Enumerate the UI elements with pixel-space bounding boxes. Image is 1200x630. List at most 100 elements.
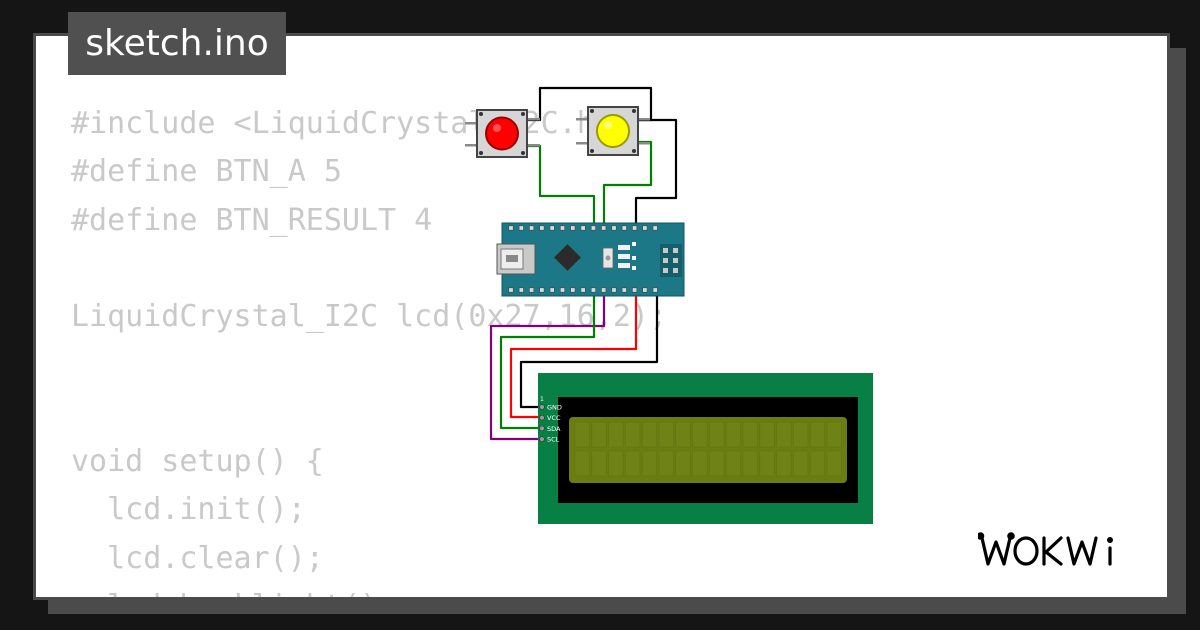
header-pin [570, 225, 576, 231]
header-pin [611, 225, 617, 231]
lcd-cell [591, 421, 607, 448]
lcd-cell [826, 421, 842, 448]
header-pin [580, 287, 586, 293]
header-pin [529, 225, 535, 231]
lcd-cell [658, 421, 674, 448]
lcd-pin [539, 436, 545, 442]
header-pin [632, 287, 638, 293]
lcd-cell [776, 421, 792, 448]
header-pin [559, 225, 565, 231]
yellow-pushbutton[interactable] [576, 106, 650, 156]
lcd-pin-label: VCC [547, 414, 561, 422]
wire-purple-scl [489, 294, 606, 441]
arduino-nano-board[interactable] [496, 222, 685, 297]
lcd-pin [539, 404, 545, 410]
lcd-cell [574, 450, 590, 477]
code-line-lcd-decl: LiquidCrystal_I2C lcd(0x27,16,2); [71, 299, 668, 335]
header-pin [621, 225, 627, 231]
header-pin [642, 225, 648, 231]
lcd-cell [692, 421, 708, 448]
header-pin [652, 225, 658, 231]
lcd-character-cells [574, 421, 842, 477]
wire-red-button-to-d5 [528, 144, 596, 226]
header-pin [601, 225, 607, 231]
yellow-button-cap [596, 114, 630, 148]
header-pin [518, 287, 524, 293]
lcd-cell [641, 421, 658, 448]
header-pin [518, 225, 524, 231]
lcd-cell [709, 450, 725, 477]
bottom-pin-header [508, 287, 658, 293]
lcd-pin-label: SDA [547, 425, 561, 433]
header-pin [549, 225, 555, 231]
lcd-cell [692, 450, 708, 477]
lcd-pin [539, 415, 545, 421]
header-pin [570, 287, 576, 293]
wire-red-vcc [509, 294, 638, 419]
lcd-pin-label: SCL [547, 436, 560, 444]
lcd-cell [742, 450, 758, 477]
code-line-include: #include <LiquidCrystal_I2C.h> [71, 106, 613, 141]
code-line-setup: void setup() { [71, 444, 324, 480]
header-pin [539, 287, 545, 293]
red-pushbutton[interactable] [465, 109, 540, 158]
header-pin [580, 225, 586, 231]
lcd-pin-label: GND [547, 404, 562, 412]
header-pin [642, 287, 648, 293]
code-line-lcd-backlight: lcd.backlight(); [71, 583, 667, 597]
header-pin [652, 287, 658, 293]
header-pin [590, 225, 596, 231]
lcd-cell [826, 450, 842, 477]
lcd-cell [709, 421, 725, 448]
lcd-pin-number: 1 [540, 396, 544, 403]
lcd-wires [489, 294, 659, 441]
header-pin [621, 287, 627, 293]
file-title-tab: sketch.ino [68, 12, 286, 75]
code-editor: #include <LiquidCrystal_I2C.h> #define BT… [71, 100, 668, 597]
lcd-cell [725, 421, 742, 448]
lcd-cell [759, 450, 775, 477]
header-pin [529, 287, 535, 293]
lcd-pin [539, 425, 545, 432]
header-pin [549, 287, 555, 293]
wire-yellow-button-to-gnd [634, 118, 678, 226]
header-pin [559, 287, 565, 293]
header-pin [508, 287, 514, 293]
header-pin [632, 225, 638, 231]
wire-green-sda [499, 294, 596, 430]
code-line-define-btn-result: #define BTN_RESULT 4 [71, 202, 433, 238]
lcd-cell [625, 421, 641, 448]
top-pin-header [508, 225, 658, 231]
lcd-cell [809, 450, 826, 477]
lcd-cell [658, 450, 674, 477]
red-button-cap [485, 116, 519, 151]
lcd-pin-labels: GND VCC SDA SCL [539, 404, 562, 444]
lcd-cell [776, 450, 792, 477]
wokwi-logo [978, 532, 1113, 566]
header-pin [508, 225, 514, 231]
lcd-cell [608, 450, 624, 477]
lcd-cell [793, 450, 809, 477]
header-pin [590, 287, 596, 293]
lcd-cell [742, 421, 758, 448]
lcd-cell [608, 421, 624, 448]
lcd-cell [675, 421, 691, 448]
lcd-cell [809, 421, 826, 448]
lcd-cell [725, 450, 742, 477]
lcd-cell [625, 450, 641, 477]
code-line-lcd-init: lcd.init(); [71, 492, 306, 528]
lcd1602-display: 1 GND VCC SDA SCL [538, 373, 873, 524]
code-line-define-btn-a: #define BTN_A 5 [71, 154, 342, 190]
wire-black-gnd [519, 294, 659, 409]
lcd-cell [641, 450, 658, 477]
lcd-cell [591, 450, 607, 477]
lcd-cell [759, 421, 775, 448]
code-line-lcd-clear: lcd.clear(); [71, 540, 324, 576]
header-pin [611, 287, 617, 293]
header-pin [601, 287, 607, 293]
lcd-cell [793, 421, 809, 448]
lcd-cell [574, 421, 590, 448]
header-pin [539, 225, 545, 231]
lcd-cell [675, 450, 691, 477]
